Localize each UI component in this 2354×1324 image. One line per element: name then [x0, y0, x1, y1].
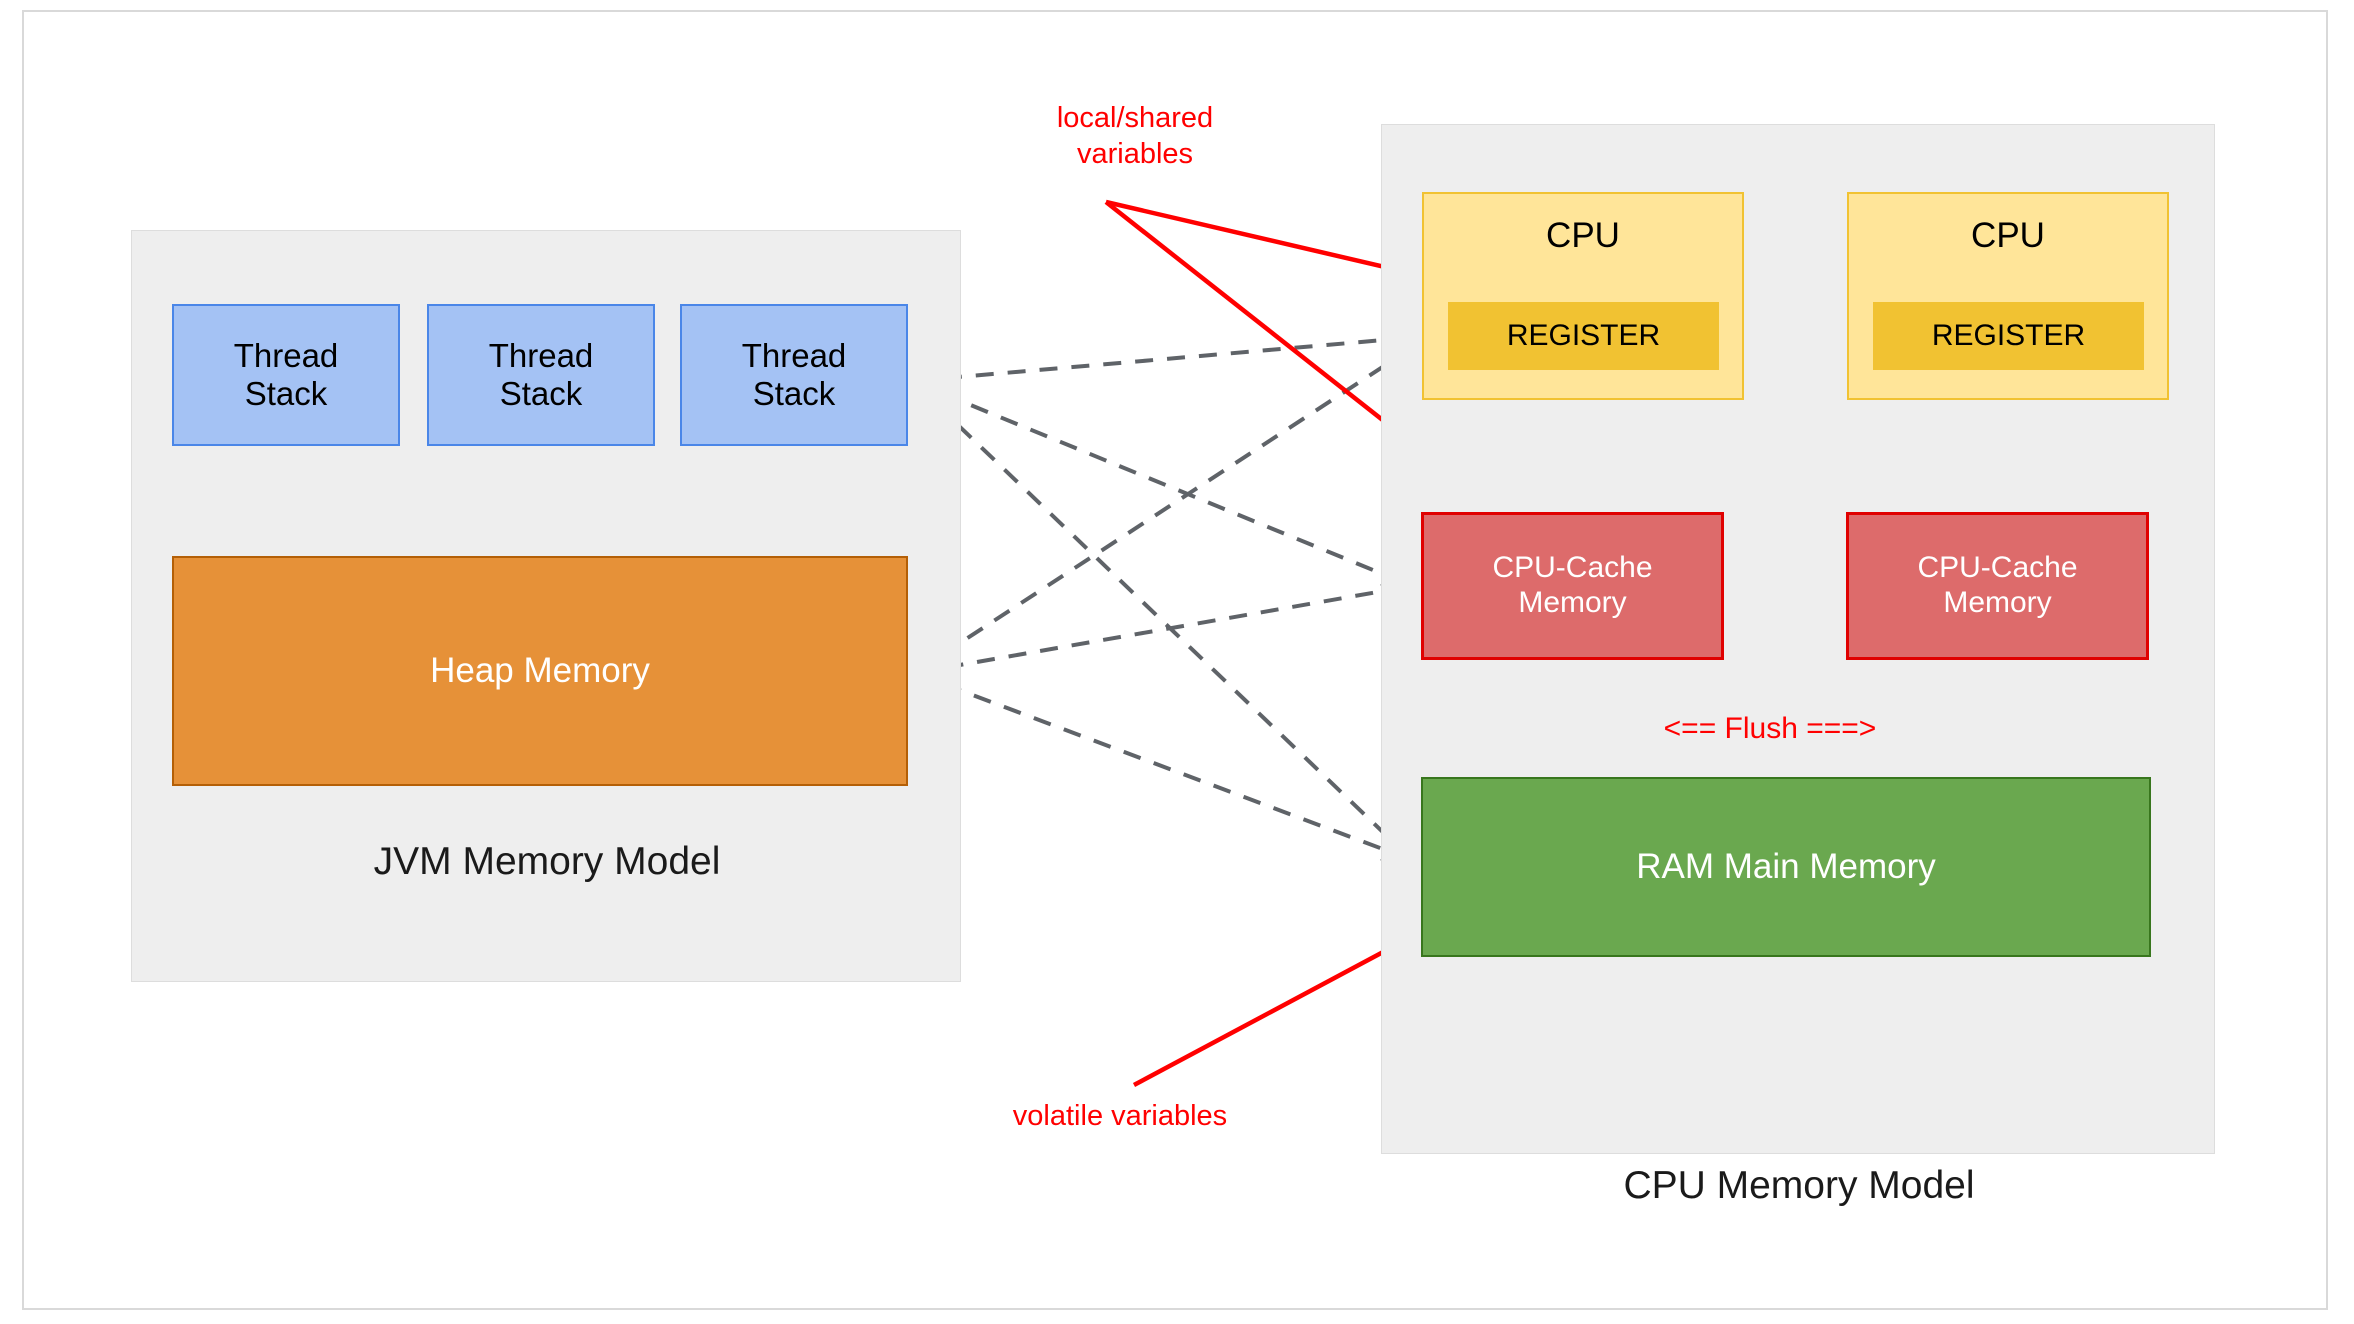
cpu-cache-memory-box-2[interactable]: CPU-Cache Memory: [1846, 512, 2149, 660]
thread-stack-box-1[interactable]: Thread Stack: [172, 304, 400, 446]
thread-stack-box-3[interactable]: Thread Stack: [680, 304, 908, 446]
register-box-1[interactable]: REGISTER: [1448, 302, 1719, 370]
cpu-label-1: CPU: [1546, 216, 1620, 255]
register-box-2[interactable]: REGISTER: [1873, 302, 2144, 370]
heap-memory-box[interactable]: Heap Memory: [172, 556, 908, 786]
thread-stack-box-2[interactable]: Thread Stack: [427, 304, 655, 446]
cpu-cache-memory-box-1[interactable]: CPU-Cache Memory: [1421, 512, 1724, 660]
ram-main-memory-box[interactable]: RAM Main Memory: [1421, 777, 2151, 957]
jvm-memory-model-label: JVM Memory Model: [373, 840, 721, 883]
register-label-1: REGISTER: [1506, 318, 1661, 352]
ram-main-memory-label: RAM Main Memory: [1636, 846, 1936, 886]
annotation-flush: <== Flush ===>: [1663, 712, 1877, 745]
cpu-label-2: CPU: [1971, 216, 2045, 255]
thread-stack-label-2: Thread Stack: [488, 336, 594, 412]
heap-memory-label: Heap Memory: [430, 650, 650, 690]
cpu-cache-memory-label-2: CPU-Cache Memory: [1917, 551, 2078, 619]
annotation-volatile-variables: volatile variables: [1012, 1100, 1228, 1132]
annotation-local-shared-variables: local/shared variables: [1056, 102, 1214, 171]
cpu-memory-model-label: CPU Memory Model: [1623, 1164, 1975, 1207]
register-label-2: REGISTER: [1931, 318, 2086, 352]
cpu-cache-memory-label-1: CPU-Cache Memory: [1492, 551, 1653, 619]
thread-stack-label-3: Thread Stack: [741, 336, 847, 412]
thread-stack-label-1: Thread Stack: [233, 336, 339, 412]
